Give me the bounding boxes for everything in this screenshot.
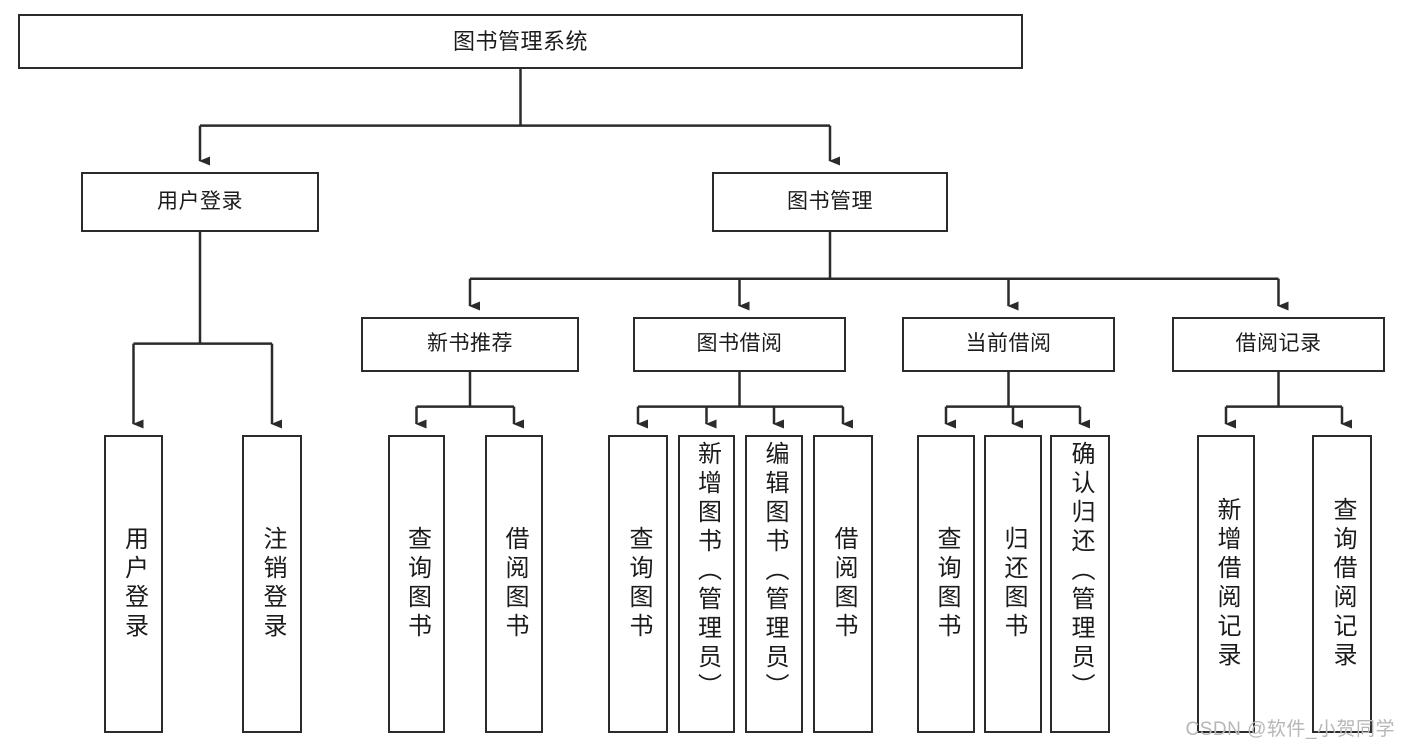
node-leaf-query-record[interactable]: 查询借阅记录 xyxy=(1312,435,1372,733)
node-label: 新增图书（管理员） xyxy=(693,441,721,702)
node-leaf-user-login[interactable]: 用户登录 xyxy=(104,435,163,733)
node-leaf-add-book[interactable]: 新增图书（管理员） xyxy=(678,435,735,733)
node-leaf-confirm-ret[interactable]: 确认归还（管理员） xyxy=(1050,435,1110,733)
node-label: 新书推荐 xyxy=(427,332,513,356)
node-leaf-return-book[interactable]: 归还图书 xyxy=(984,435,1042,733)
node-label: 图书借阅 xyxy=(696,332,783,356)
node-label: 图书管理系统 xyxy=(452,28,588,54)
node-label: 查询图书 xyxy=(625,526,652,642)
node-user-login[interactable]: 用户登录 xyxy=(81,172,319,232)
node-label: 借阅图书 xyxy=(501,526,528,642)
node-label: 查询图书 xyxy=(933,526,960,642)
node-label: 借阅记录 xyxy=(1235,332,1322,356)
node-label: 用户登录 xyxy=(120,526,148,642)
node-label: 归还图书 xyxy=(1000,526,1027,642)
node-label: 编辑图书（管理员） xyxy=(761,441,788,702)
node-label: 查询借阅记录 xyxy=(1329,497,1356,671)
node-new-book-rec[interactable]: 新书推荐 xyxy=(361,317,579,372)
node-label: 当前借阅 xyxy=(965,332,1052,356)
node-leaf-borrow-book-1[interactable]: 借阅图书 xyxy=(485,435,543,733)
node-leaf-query-book-1[interactable]: 查询图书 xyxy=(388,435,445,733)
node-leaf-query-book-3[interactable]: 查询图书 xyxy=(917,435,975,733)
node-borrow-record[interactable]: 借阅记录 xyxy=(1172,317,1385,372)
node-leaf-edit-book[interactable]: 编辑图书（管理员） xyxy=(745,435,803,733)
node-leaf-borrow-book-2[interactable]: 借阅图书 xyxy=(813,435,873,733)
node-book-borrow[interactable]: 图书借阅 xyxy=(633,317,846,372)
node-label: 借阅图书 xyxy=(830,526,857,642)
node-leaf-add-record[interactable]: 新增借阅记录 xyxy=(1197,435,1255,733)
watermark-text: CSDN @软件_小贺同学 xyxy=(1185,719,1395,740)
node-leaf-query-book-2[interactable]: 查询图书 xyxy=(608,435,668,733)
node-label: 新增借阅记录 xyxy=(1213,497,1240,671)
node-current-borrow[interactable]: 当前借阅 xyxy=(902,317,1115,372)
node-leaf-logout[interactable]: 注销登录 xyxy=(242,435,302,733)
node-root[interactable]: 图书管理系统 xyxy=(18,14,1023,69)
node-label: 用户登录 xyxy=(157,189,243,213)
node-book-mgmt[interactable]: 图书管理 xyxy=(712,172,948,232)
node-label: 确认归还（管理员） xyxy=(1067,441,1094,702)
node-label: 查询图书 xyxy=(403,526,431,642)
node-label: 图书管理 xyxy=(787,189,873,213)
node-label: 注销登录 xyxy=(259,526,286,642)
